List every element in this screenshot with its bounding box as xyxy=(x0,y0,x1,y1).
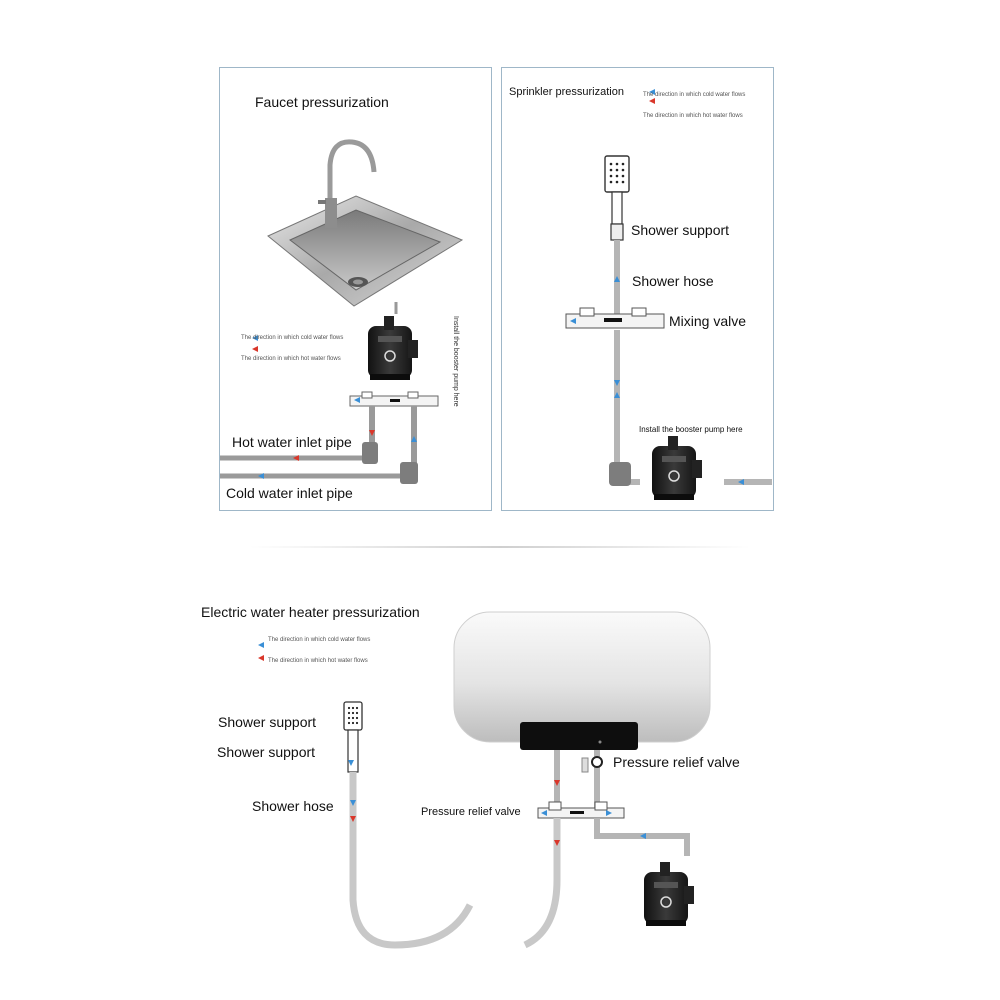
relief-valve-label-right: Pressure relief valve xyxy=(613,754,740,770)
mixing-valve-icon xyxy=(349,391,439,407)
section-divider xyxy=(250,546,750,548)
sprinkler-legend-cold: The direction in which cold water flows xyxy=(643,92,746,98)
cold-water-inlet-label: Cold water inlet pipe xyxy=(226,485,353,501)
sprinkler-panel xyxy=(501,67,774,511)
heater-shower-support-label-1: Shower support xyxy=(218,714,317,730)
faucet-panel-title: Faucet pressurization xyxy=(255,94,389,110)
booster-pump-icon xyxy=(643,861,695,927)
faucet-legend-cold: The direction in which cold water flows xyxy=(241,335,344,341)
sprinkler-pump-note: Install the booster pump here xyxy=(639,425,743,434)
heater-shower-support-label-2: Shower support xyxy=(217,744,316,760)
heater-legend-hot: The direction in which hot water flows xyxy=(268,658,368,664)
faucet-legend-hot: The direction in which hot water flows xyxy=(241,356,341,362)
sprinkler-panel-title: Sprinkler pressurization xyxy=(509,86,624,98)
heater-shower-hose-label: Shower hose xyxy=(252,798,334,814)
mixing-valve-label: Mixing valve xyxy=(669,313,747,329)
sink-icon xyxy=(267,195,464,307)
shower-head-icon xyxy=(343,701,363,773)
sprinkler-legend-hot: The direction in which hot water flows xyxy=(643,113,743,119)
hot-water-inlet-label: Hot water inlet pipe xyxy=(232,434,352,450)
heater-section-title: Electric water heater pressurization xyxy=(201,604,420,620)
booster-pump-icon xyxy=(651,435,703,501)
relief-valve-label-left: Pressure relief valve xyxy=(421,806,521,818)
faucet-pump-note: Install the booster pump here xyxy=(452,316,459,407)
faucet-icon xyxy=(318,139,377,228)
sprinkler-shower-support-label: Shower support xyxy=(631,222,730,238)
heater-legend-cold: The direction in which cold water flows xyxy=(268,637,371,643)
pressure-relief-valve-icon xyxy=(591,756,603,768)
sprinkler-shower-hose-label: Shower hose xyxy=(632,273,714,289)
shower-head-icon xyxy=(604,155,630,241)
booster-pump-icon xyxy=(367,315,419,381)
water-heater-icon xyxy=(453,611,711,750)
